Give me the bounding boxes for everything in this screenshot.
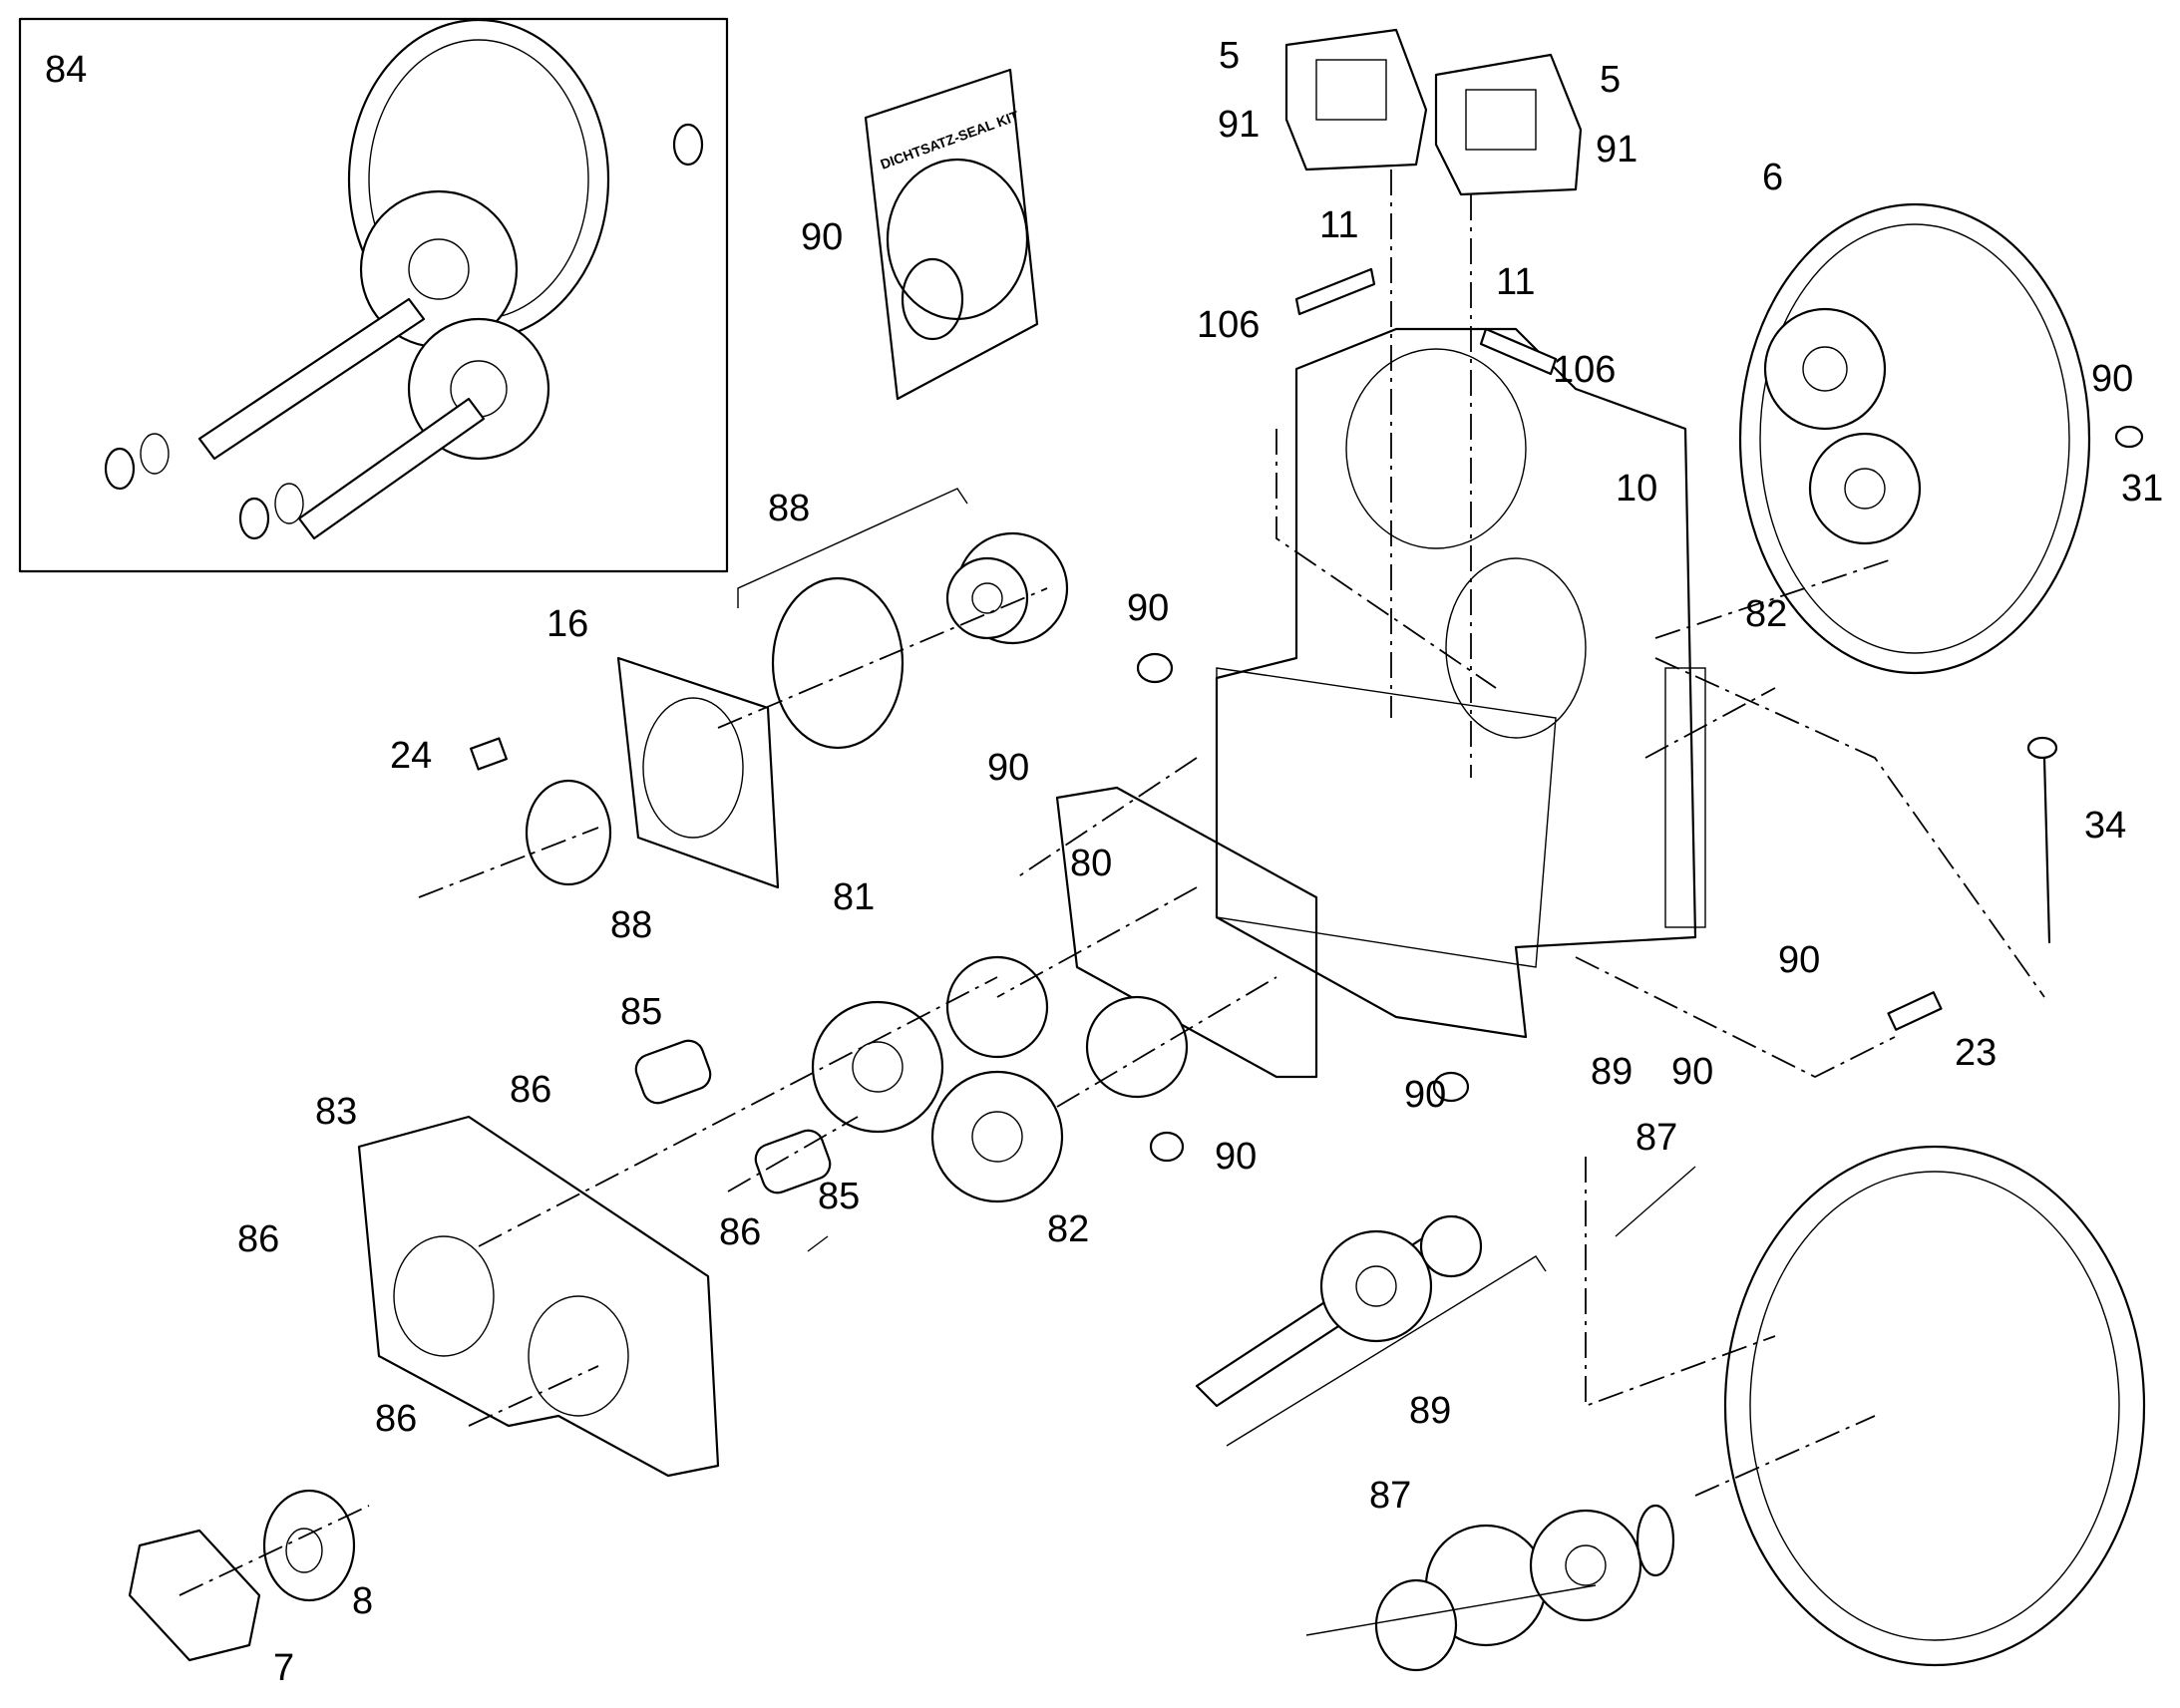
inset-frame xyxy=(18,17,729,573)
callout-82: 82 xyxy=(1047,1208,1089,1250)
callout-90: 90 xyxy=(1215,1136,1257,1178)
callout-91: 91 xyxy=(1218,104,1260,146)
tool-106-right xyxy=(1479,327,1558,376)
sensors xyxy=(634,1039,832,1195)
callout-10: 10 xyxy=(1616,468,1657,510)
callout-89: 89 xyxy=(1591,1051,1633,1093)
callout-87: 87 xyxy=(1635,1117,1677,1159)
callout-90: 90 xyxy=(987,747,1029,789)
seal-ring-a xyxy=(672,123,704,167)
valve-block-left xyxy=(1284,28,1428,171)
callout-90: 90 xyxy=(801,216,843,258)
callout-5: 5 xyxy=(1219,35,1240,77)
callout-6: 6 xyxy=(1762,157,1783,198)
callout-88: 88 xyxy=(768,488,810,529)
callout-labels: 84 90 5 91 5 91 11 106 11 106 6 90 31 10… xyxy=(45,35,2163,1689)
callout-90: 90 xyxy=(2091,358,2133,400)
callout-106: 106 xyxy=(1197,304,1260,346)
seal-kit-bag: DICHTSATZ-SEAL KIT xyxy=(864,68,1039,401)
callout-11: 11 xyxy=(1496,261,1535,303)
callout-90: 90 xyxy=(1404,1074,1446,1116)
plug-90-b xyxy=(1432,1071,1470,1103)
callout-80: 80 xyxy=(1070,843,1112,884)
plug-90-a xyxy=(1136,652,1174,684)
gear-assembly-87-lower xyxy=(1374,1504,1675,1672)
dipstick xyxy=(2026,736,2058,944)
callout-8: 8 xyxy=(352,1580,373,1622)
callout-5: 5 xyxy=(1600,59,1621,101)
callout-23: 23 xyxy=(1955,1032,1997,1074)
pump-units xyxy=(811,955,1189,1203)
callout-85: 85 xyxy=(818,1176,860,1217)
callout-90: 90 xyxy=(1671,1051,1713,1093)
bolt-24 xyxy=(470,737,508,771)
plug-90-c xyxy=(1149,1131,1185,1163)
callout-106: 106 xyxy=(1553,349,1616,391)
callout-82: 82 xyxy=(1745,593,1787,635)
detail-inset-84 xyxy=(18,17,729,573)
callout-85: 85 xyxy=(620,991,662,1033)
tool-106-left xyxy=(1294,267,1376,316)
main-housing xyxy=(1215,327,1706,1039)
rear-cover xyxy=(1738,202,2091,675)
gear-assembly-upper xyxy=(945,531,1069,645)
callout-86: 86 xyxy=(719,1211,761,1253)
bearing-cover xyxy=(616,656,780,889)
pulley xyxy=(262,1489,356,1602)
callout-16: 16 xyxy=(546,603,588,645)
callout-86: 86 xyxy=(237,1218,279,1260)
o-ring-88-lower xyxy=(525,779,612,886)
callout-7: 7 xyxy=(273,1647,294,1689)
shaft-gear-assembly-89 xyxy=(1195,1214,1483,1408)
callout-34: 34 xyxy=(2084,805,2126,847)
front-cover-87 xyxy=(1723,1145,2146,1667)
callout-87: 87 xyxy=(1369,1475,1411,1517)
o-ring-88-upper xyxy=(771,576,905,750)
cover-plate xyxy=(128,1529,261,1662)
callout-24: 24 xyxy=(390,735,432,777)
callout-91: 91 xyxy=(1596,129,1637,171)
callout-83: 83 xyxy=(315,1091,357,1133)
valve-block-right xyxy=(1434,53,1583,196)
callout-84: 84 xyxy=(45,49,87,91)
callout-31: 31 xyxy=(2121,468,2163,510)
callout-88: 88 xyxy=(610,904,652,946)
leader-lines xyxy=(179,170,2045,1596)
callout-90: 90 xyxy=(1127,587,1169,629)
callout-86: 86 xyxy=(510,1069,551,1111)
callout-90: 90 xyxy=(1778,939,1820,981)
callout-81: 81 xyxy=(833,876,875,918)
callout-86: 86 xyxy=(375,1398,417,1440)
bracket-lines xyxy=(737,488,1696,1636)
plug-31 xyxy=(2114,425,2144,449)
callout-11: 11 xyxy=(1319,204,1358,246)
gasket xyxy=(1055,786,1318,1079)
front-housing xyxy=(357,1115,720,1478)
callout-89: 89 xyxy=(1409,1390,1451,1432)
bolt-23 xyxy=(1887,991,1943,1031)
